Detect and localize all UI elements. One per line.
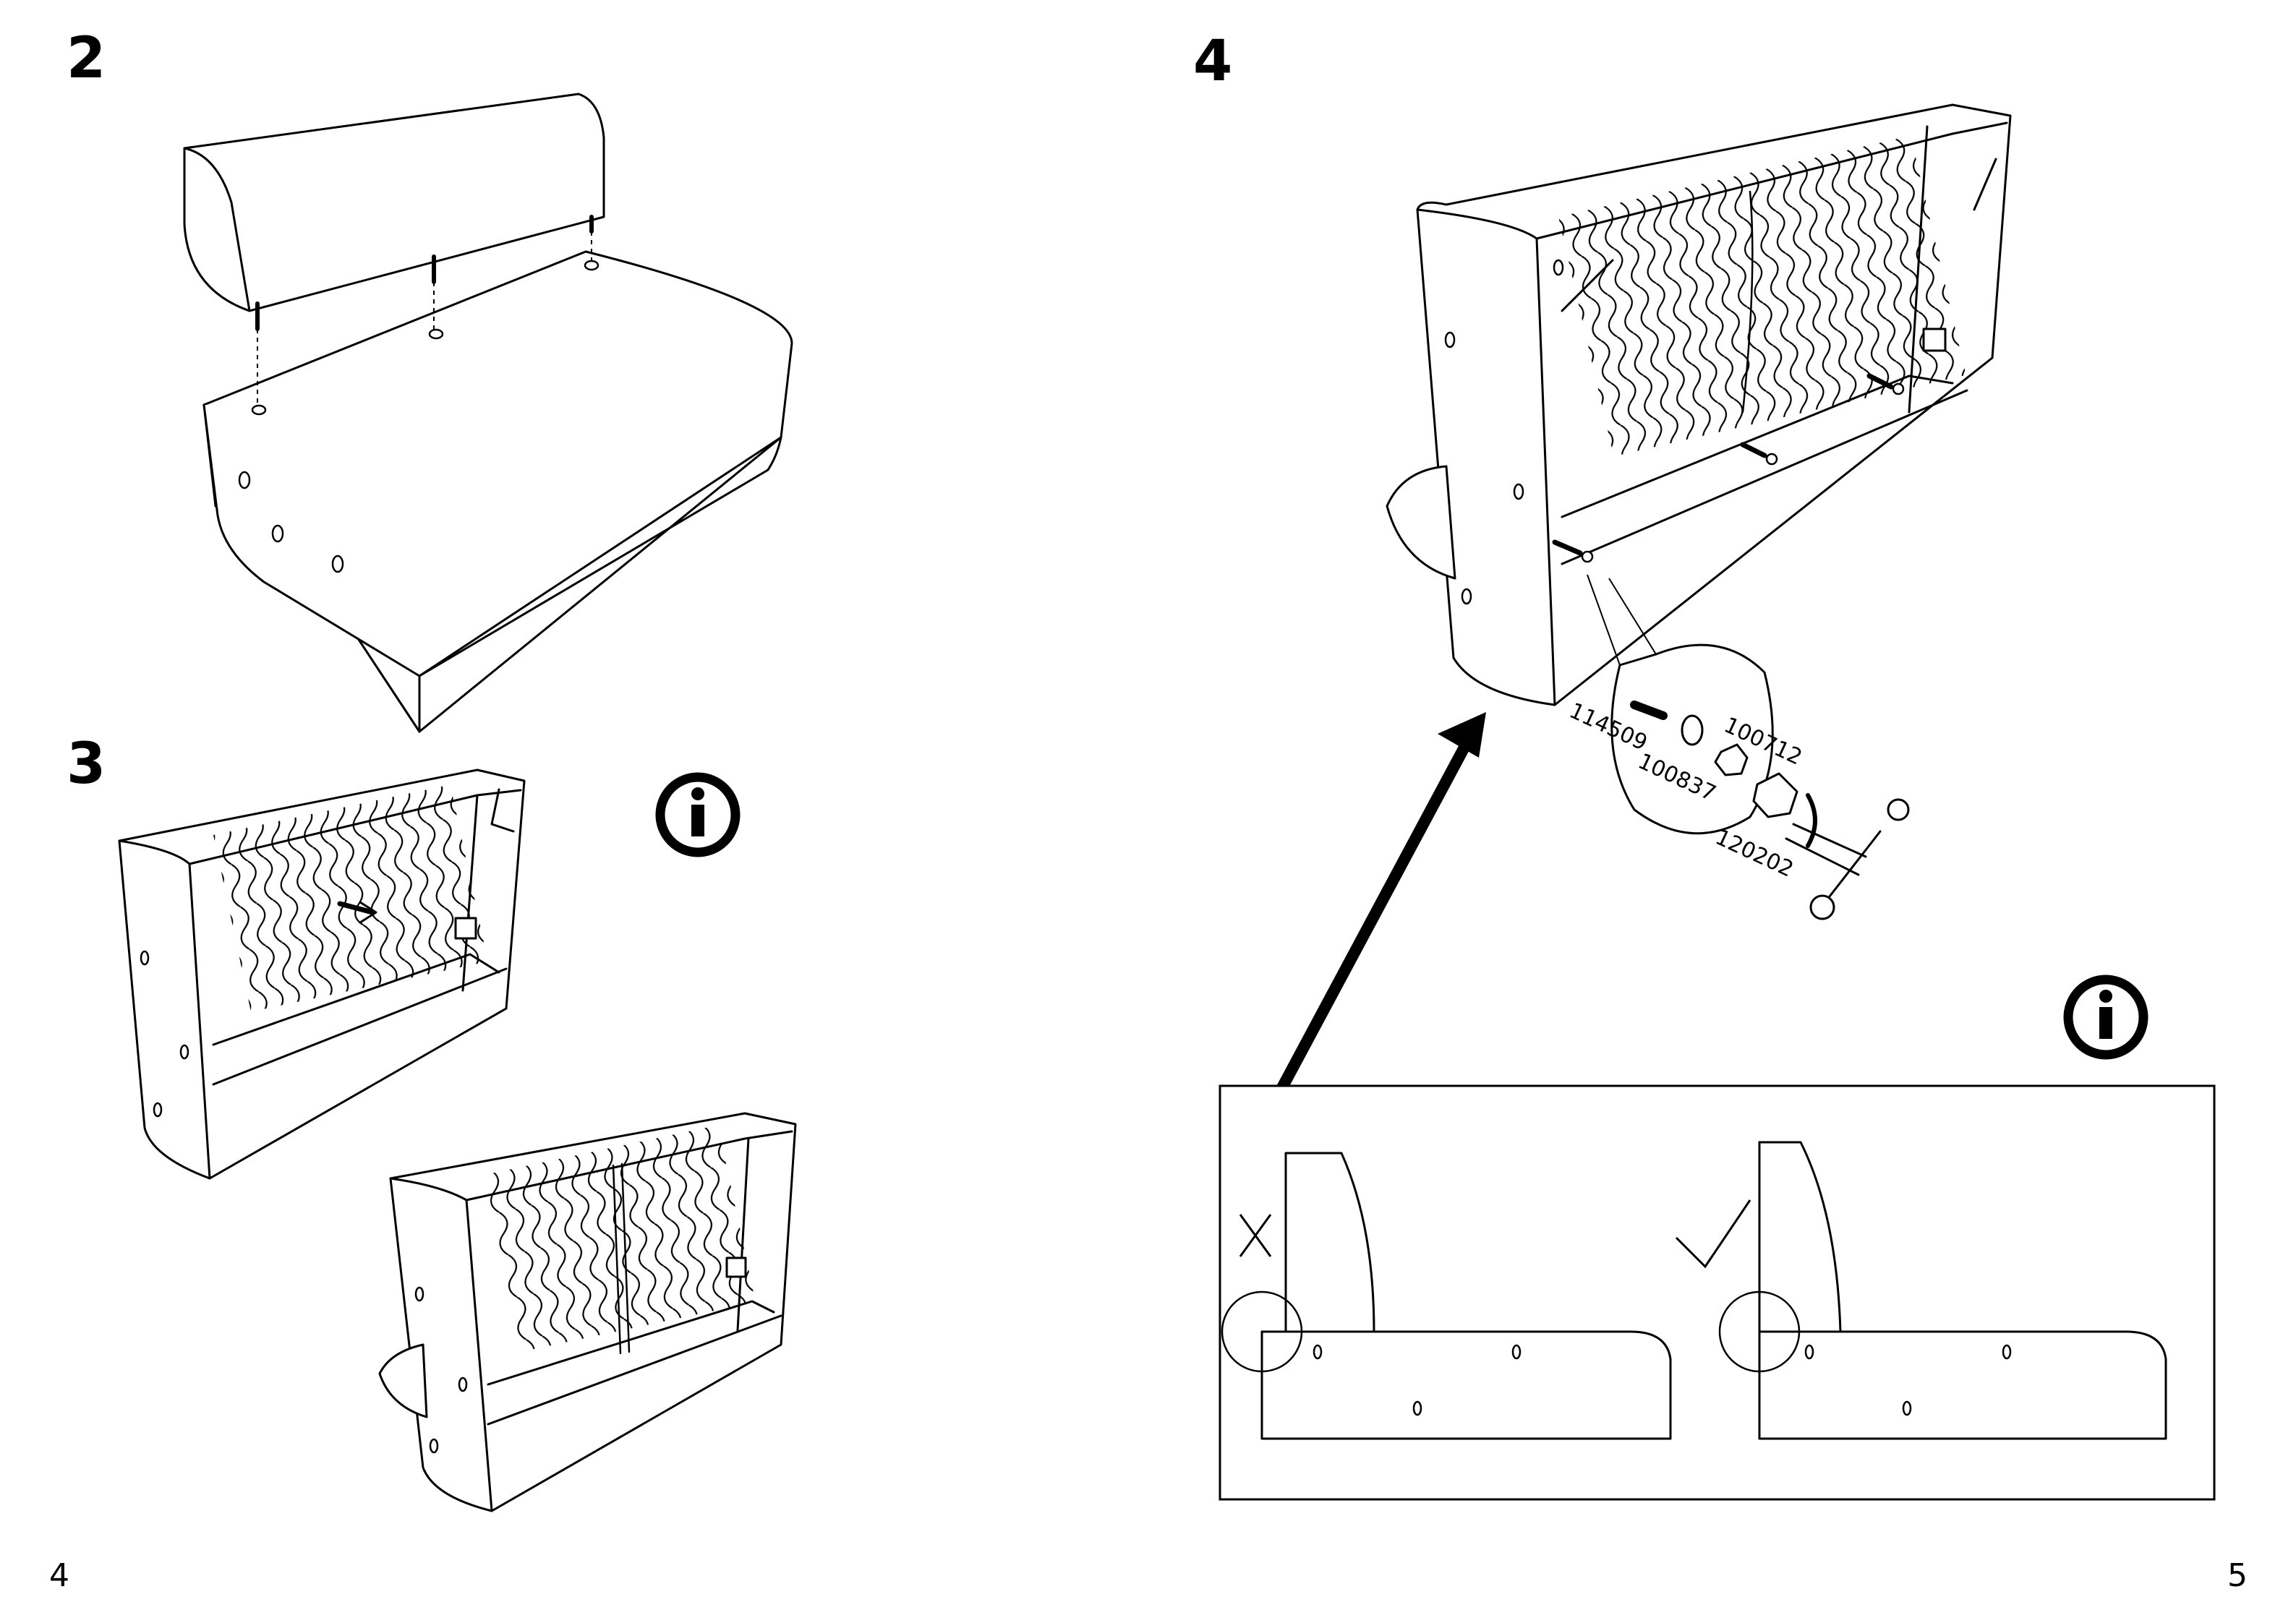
step-3-illustration-bottom [380, 1113, 795, 1511]
part-number-120202: 120202 [1712, 825, 1798, 883]
step-2-illustration [184, 94, 792, 732]
step-3-illustration-top [119, 770, 524, 1178]
info-icon [660, 777, 735, 852]
info-icon [2068, 980, 2143, 1055]
info-box [1220, 1086, 2214, 1499]
step-4-illustration: 114509 100712 100837 120202 [1280, 105, 2010, 1092]
